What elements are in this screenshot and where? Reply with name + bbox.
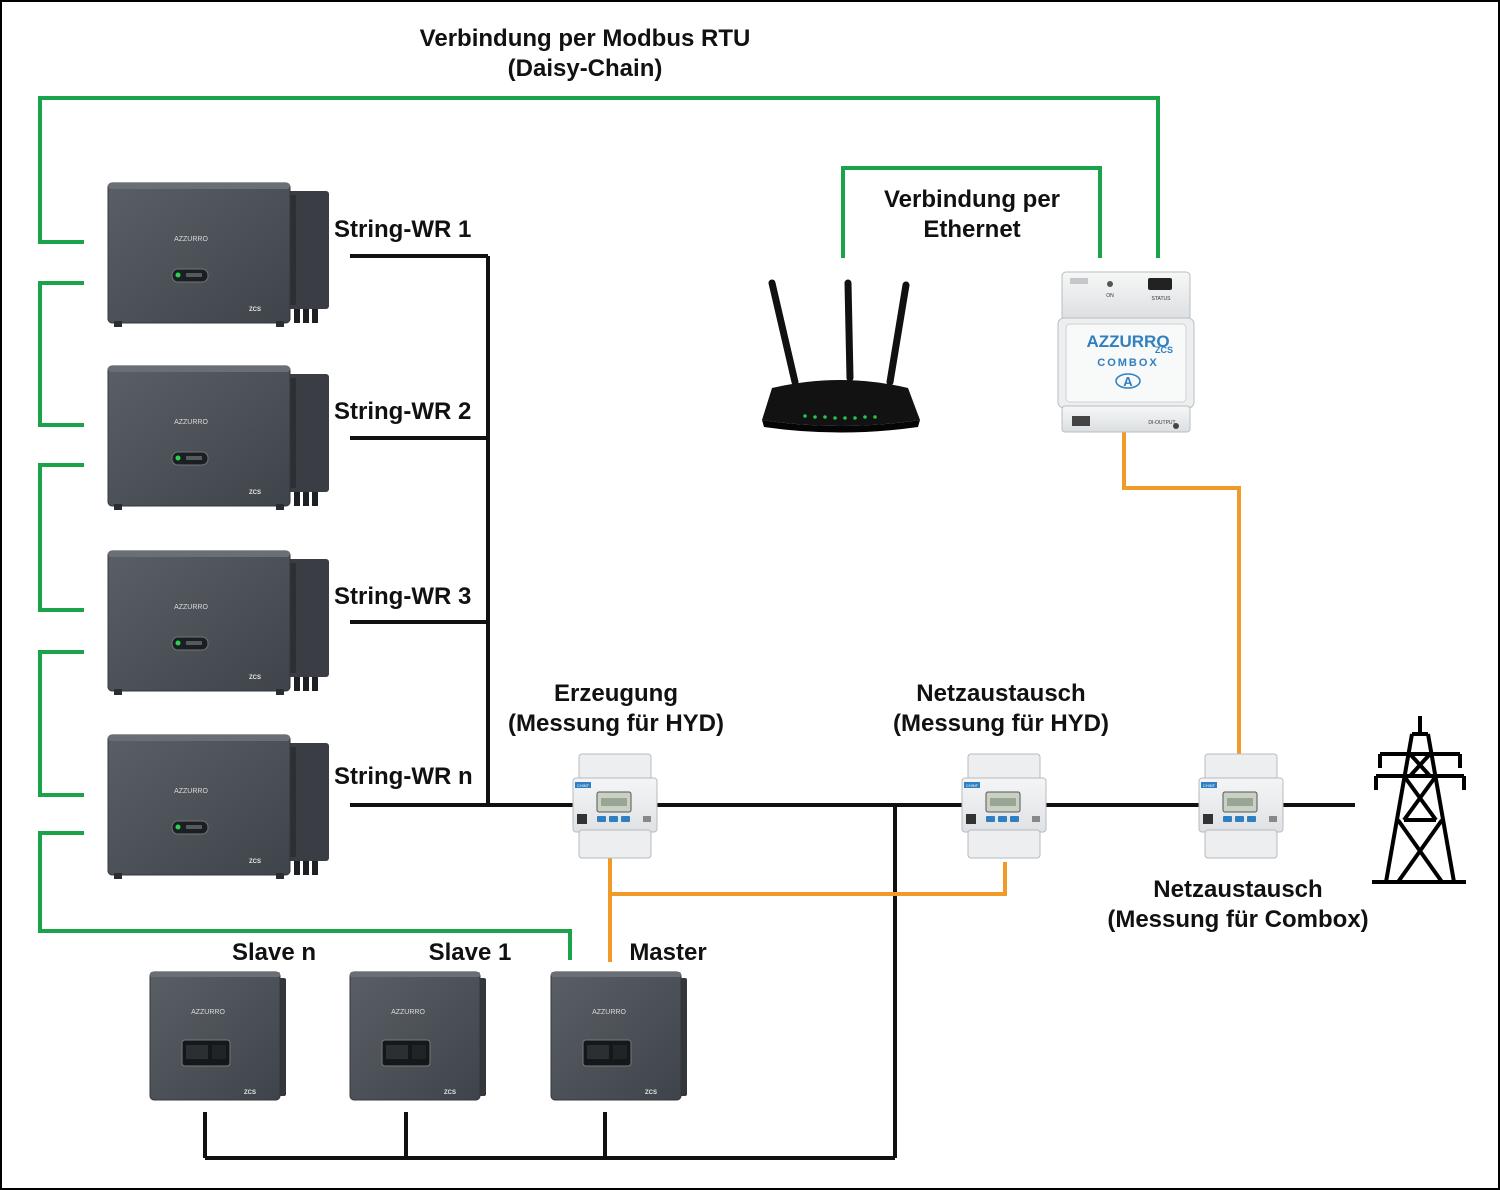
energy-meter-1: CHINT <box>572 753 658 859</box>
modbus-link-wrn-master <box>38 831 572 960</box>
hybrid-inverter-badge: ZCS <box>645 1090 657 1096</box>
string-inverter-1-label: String-WR 1 <box>334 216 472 243</box>
meter-wiring <box>608 432 1241 962</box>
meter-grid-hyd-label: Netzaustausch (Messung für HYD) <box>893 679 1109 739</box>
power-pylon-icon <box>1372 716 1466 884</box>
modbus-link-wr2-wr3 <box>38 463 84 612</box>
string-inverter-badge: ZCS <box>249 859 261 865</box>
ac-wiring <box>203 254 1355 1160</box>
hybrid-inverter-slave-1: AZZURRO ZCS <box>349 971 486 1101</box>
energy-meter-brand: CHINT <box>1203 783 1216 788</box>
string-inverter-badge: ZCS <box>249 490 261 496</box>
energy-meter-2: CHINT <box>961 753 1047 859</box>
ethernet-link <box>841 166 1102 258</box>
string-inverter-3: AZZURRO ZCS <box>107 550 329 695</box>
combox-brand: AZZURRO <box>1086 332 1169 351</box>
modbus-daisy-chain-main <box>38 96 1160 258</box>
string-inverter-n-label: String-WR n <box>334 763 473 790</box>
router-icon <box>762 279 920 433</box>
combox-output-label: DI-OUTPUT <box>1148 420 1175 426</box>
energy-meter-brand: CHINT <box>577 783 590 788</box>
combox-status-port <box>1148 278 1172 290</box>
string-inverter-brand: AZZURRO <box>174 419 208 426</box>
string-inverter-3-label: String-WR 3 <box>334 583 472 610</box>
modbus-title-line2: (Daisy-Chain) <box>507 55 663 82</box>
meter-link-hyd <box>608 856 1007 896</box>
string-inverter-brand: AZZURRO <box>174 788 208 795</box>
string-inverter-group: AZZURRO ZCS AZZURRO ZCS AZZURRO ZCS AZZURRO ZCS <box>107 182 329 879</box>
hybrid-inverter-brand: AZZURRO <box>592 1009 626 1016</box>
combox-status-label: STATUS <box>1152 296 1172 302</box>
string-inverter-brand: AZZURRO <box>174 236 208 243</box>
energy-meter-brand: CHINT <box>966 783 979 788</box>
meter-grid-combox-line1: Netzaustausch <box>1153 876 1323 903</box>
string-inverter-badge: ZCS <box>249 675 261 681</box>
hybrid-inverter-brand: AZZURRO <box>191 1009 225 1016</box>
combox-sub-brand: ZCS <box>1155 345 1173 355</box>
combox-logo-icon: A <box>1123 374 1133 389</box>
meter-grid-combox-line2: (Messung für Combox) <box>1107 906 1369 933</box>
modbus-link-wr1-wr2 <box>38 281 84 427</box>
meter-grid-combox-label: Netzaustausch (Messung für Combox) <box>1107 875 1368 935</box>
ethernet-label: Verbindung per Ethernet <box>884 185 1060 245</box>
hybrid-slave-n-label: Slave n <box>231 939 317 966</box>
hybrid-inverter-brand: AZZURRO <box>391 1009 425 1016</box>
combox-on-led <box>1107 281 1113 287</box>
meter-production-line2: (Messung für HYD) <box>508 710 724 737</box>
energy-meter-3: CHINT <box>1198 753 1284 859</box>
meter-production-label: Erzeugung (Messung für HYD) <box>508 679 724 739</box>
modbus-wiring <box>38 96 1160 960</box>
string-inverter-2-label: String-WR 2 <box>334 398 472 425</box>
meter-grid-hyd-line2: (Messung für HYD) <box>893 710 1109 737</box>
string-inverter-n: AZZURRO ZCS <box>107 734 329 879</box>
modbus-link-wr3-wrn <box>38 650 84 797</box>
meter-grid-hyd-line1: Netzaustausch <box>916 680 1086 707</box>
hybrid-master-label: Master <box>629 939 707 966</box>
meter-production-line1: Erzeugung <box>554 680 678 707</box>
hybrid-slave-1-label: Slave 1 <box>428 939 512 966</box>
modbus-title-line1: Verbindung per Modbus RTU <box>419 25 751 52</box>
combox-name: COMBOX <box>1097 357 1159 369</box>
hybrid-inverter-badge: ZCS <box>244 1090 256 1096</box>
hybrid-inverter-master: AZZURRO ZCS <box>550 971 687 1101</box>
meter-group: CHINT CHINT CHINT <box>572 753 1284 859</box>
ethernet-label-line2: Ethernet <box>923 216 1021 243</box>
combox-on-label: ON <box>1106 293 1114 299</box>
modbus-title: Verbindung per Modbus RTU (Daisy-Chain) <box>420 24 751 84</box>
hybrid-inverter-slave-n: AZZURRO ZCS <box>149 971 286 1101</box>
hybrid-inverter-badge: ZCS <box>444 1090 456 1096</box>
string-inverter-1: AZZURRO ZCS <box>107 182 329 327</box>
string-inverter-brand: AZZURRO <box>174 604 208 611</box>
hybrid-inverter-group: AZZURRO ZCS AZZURRO ZCS AZZURRO ZCS <box>149 971 687 1101</box>
ethernet-label-line1: Verbindung per <box>883 186 1061 213</box>
combox-device: ON STATUS AZZURRO ZCS COMBOX A DI-OUTPUT <box>1057 271 1195 433</box>
string-inverter-2: AZZURRO ZCS <box>107 365 329 510</box>
string-inverter-badge: ZCS <box>249 307 261 313</box>
meter-link-combox <box>1122 432 1241 755</box>
